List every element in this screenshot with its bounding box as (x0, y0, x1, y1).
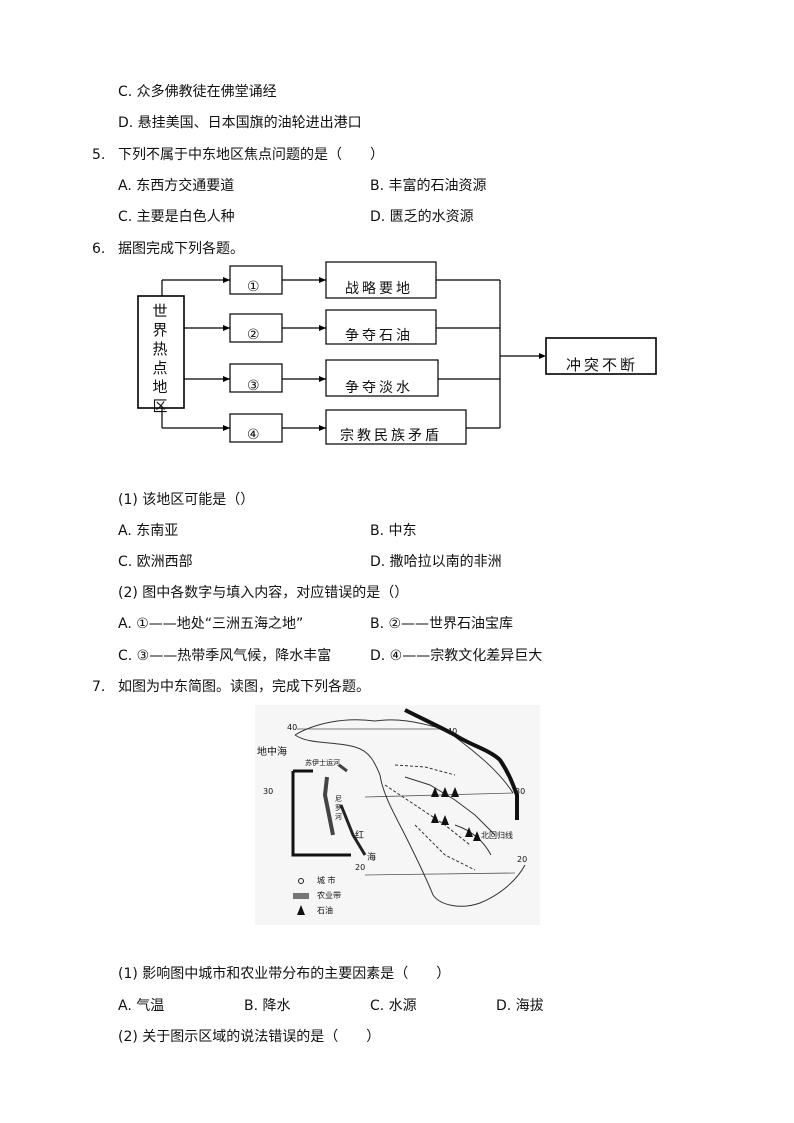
q6-sub2-option-b: B. ②——世界石油宝库 (370, 616, 514, 632)
q6-number: 6. (92, 241, 106, 257)
map-label-canal: 苏伊士运河 (305, 759, 340, 767)
item-box-3 (325, 359, 439, 397)
map-legend-city: 城 市 (317, 876, 336, 885)
q7-sub2-stem: (2) 关于图示区域的说法错误的是（ ） (118, 1029, 381, 1045)
map-lat-20-left: 20 (355, 863, 366, 872)
q5-option-d: D. 匮乏的水资源 (370, 209, 474, 225)
q7-sub1-option-b: B. 降水 (244, 998, 291, 1014)
diagram-number-1: ① (247, 279, 260, 295)
q6-sub1-stem: (1) 该地区可能是（） (118, 492, 255, 508)
q5-option-a: A. 东西方交通要道 (118, 178, 235, 194)
map-label-sea: 地中海 (257, 747, 287, 758)
q4-option-c: C. 众多佛教徒在佛堂诵经 (118, 84, 277, 100)
item-box-2 (325, 309, 437, 345)
q6-stem: 据图完成下列各题。 (118, 241, 244, 257)
q6-sub2-option-c: C. ③——热带季风气候，降水丰富 (118, 648, 332, 664)
q5-option-b: B. 丰富的石油资源 (370, 178, 487, 194)
map-lat-30-right: 30 (515, 787, 526, 796)
q7-stem: 如图为中东简图。读图，完成下列各题。 (118, 679, 370, 695)
q6-sub1-option-a: A. 东南亚 (118, 523, 179, 539)
map-label-tropic: 北回归线 (481, 831, 513, 840)
middle-east-map: 地中海 苏伊士运河 尼罗河 红 海 北回归线 40 40 30 30 20 20… (255, 705, 540, 925)
map-lat-30-left: 30 (263, 787, 274, 796)
map-lat-20-right: 20 (517, 855, 528, 864)
diagram-left-label: 世界热点地区 (152, 302, 168, 415)
q5-stem: 下列不属于中东地区焦点问题的是（ ） (118, 147, 384, 163)
number-box-3 (229, 363, 283, 393)
diagram-number-2: ② (247, 327, 260, 343)
q7-number: 7. (92, 679, 106, 695)
diagram-number-4: ④ (247, 427, 260, 443)
diagram-left-box (137, 295, 185, 409)
diagram-item-4: 宗教民族矛盾 (340, 428, 442, 444)
map-label-river: 尼罗河 (335, 795, 342, 821)
q7-sub1-stem: (1) 影响图中城市和农业带分布的主要因素是（ ） (118, 966, 451, 982)
q6-sub1-option-c: C. 欧洲西部 (118, 554, 193, 570)
q6-sub2-stem: (2) 图中各数字与填入内容，对应错误的是（） (118, 585, 409, 601)
diagram-item-3: 争夺淡水 (345, 380, 413, 396)
q4-option-d: D. 悬挂美国、日本国旗的油轮进出港口 (118, 115, 362, 131)
q7-sub1-option-c: C. 水源 (370, 998, 417, 1014)
diagram-result: 冲突不断 (566, 356, 639, 374)
diagram-number-3: ③ (247, 378, 260, 394)
diagram-item-1: 战略要地 (345, 281, 413, 297)
map-legend-agri: 农业带 (317, 891, 341, 900)
map-lat-40-left: 40 (287, 723, 298, 732)
q5-option-c: C. 主要是白色人种 (118, 209, 235, 225)
map-legend-oil: 石油 (317, 906, 333, 915)
map-label-sea2: 海 (367, 853, 377, 863)
q6-sub2-option-a: A. ①——地处“三洲五海之地” (118, 616, 304, 632)
map-label-redsea: 红 (355, 831, 365, 841)
q6-sub2-option-d: D. ④——宗教文化差异巨大 (370, 648, 543, 664)
q7-sub1-option-d: D. 海拔 (496, 998, 544, 1014)
q6-sub1-option-d: D. 撒哈拉以南的非洲 (370, 554, 502, 570)
q7-sub1-option-a: A. 气温 (118, 998, 165, 1014)
q6-flow-diagram (137, 261, 657, 445)
q6-sub1-option-b: B. 中东 (370, 523, 417, 539)
q5-number: 5. (92, 147, 106, 163)
diagram-item-2: 争夺石油 (345, 328, 413, 344)
item-box-4 (325, 409, 467, 445)
map-lat-40-right: 40 (447, 727, 458, 736)
